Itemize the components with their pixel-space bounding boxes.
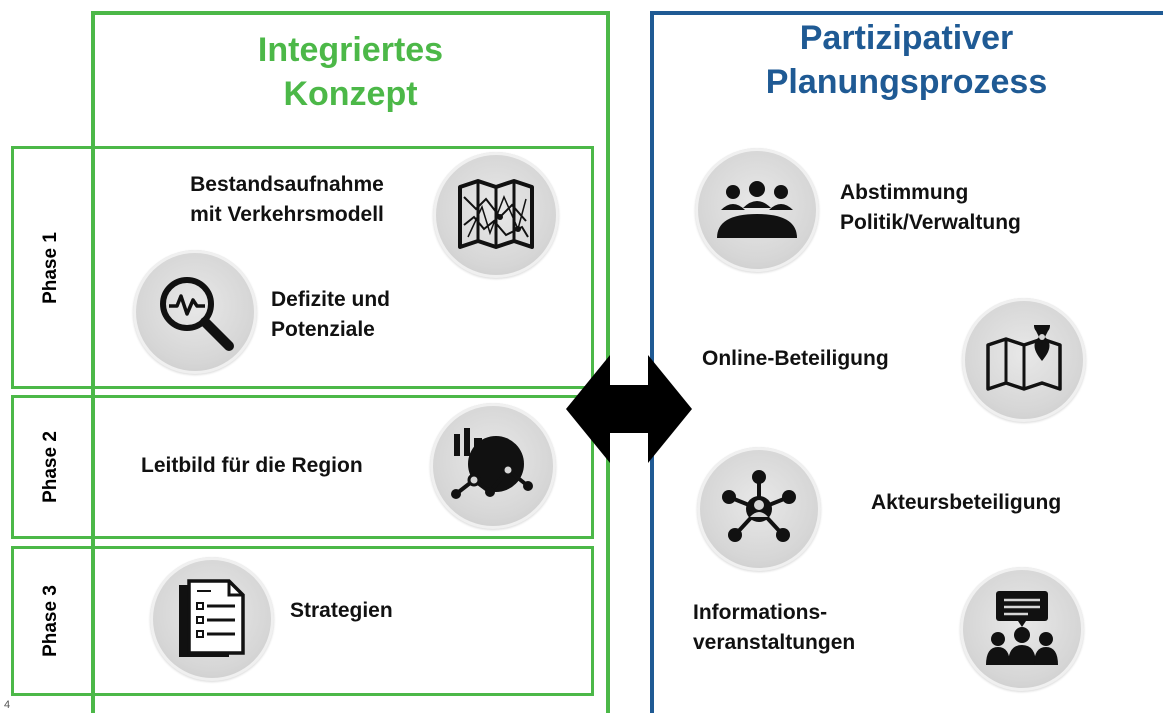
map-network-icon (433, 152, 559, 278)
chart-analysis-icon (430, 403, 556, 529)
title-line-1: Integriertes (257, 31, 444, 69)
deficits-label: Defizite und Potenziale (271, 288, 390, 341)
magnifier-pulse-icon (133, 250, 257, 374)
meeting-group-icon (695, 148, 819, 272)
phase-3-box (11, 546, 594, 696)
page-number: 4 (4, 699, 11, 711)
inventory-label: Bestandsaufnahme mit Verkehrsmodell (190, 173, 384, 226)
coordination-label: Abstimmung Politik/Verwaltung (840, 181, 1021, 234)
network-person-icon (697, 447, 821, 571)
title-line-1: Partizipativer (799, 19, 1014, 57)
phase-1-box (11, 146, 594, 389)
document-list-icon (150, 557, 274, 681)
double-arrow-icon (566, 355, 692, 463)
phase-2-box (11, 395, 594, 539)
online-participation-label: Online-Beteiligung (702, 347, 889, 370)
vision-label: Leitbild für die Region (141, 454, 363, 477)
phase-1-label: Phase 1 (39, 231, 61, 304)
title-line-2: Konzept (283, 75, 418, 113)
info-events-label: Informations- veranstaltungen (693, 601, 856, 654)
stakeholder-participation-label: Akteursbeteiligung (871, 491, 1062, 514)
strategies-label: Strategien (290, 599, 393, 622)
map-pin-icon (962, 298, 1086, 422)
participatory-process-title: Partizipativer Planungsprozess (650, 16, 1163, 104)
phase-2-label: Phase 2 (39, 431, 61, 503)
integrated-concept-title: Integriertes Konzept (91, 28, 610, 116)
title-line-2: Planungsprozess (765, 63, 1048, 101)
presentation-audience-icon (960, 567, 1084, 691)
phase-3-label: Phase 3 (39, 585, 61, 657)
